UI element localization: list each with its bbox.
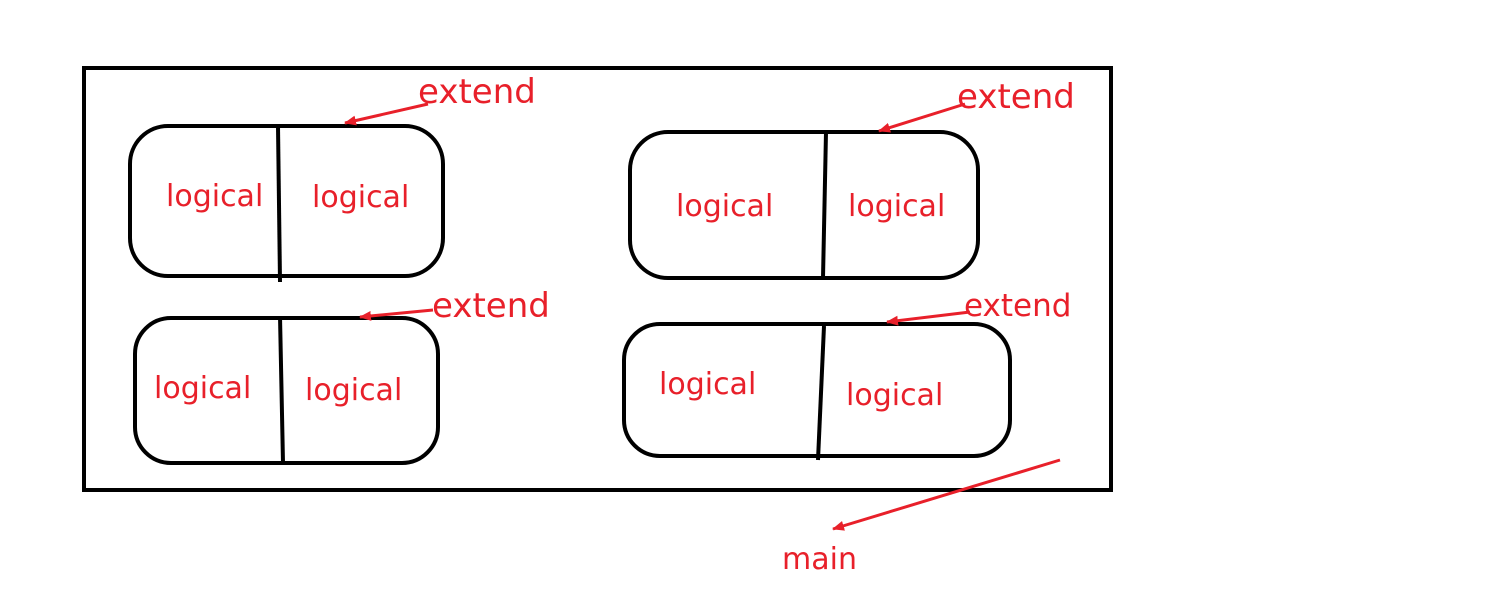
main-label: main [782,542,857,577]
divider-4 [816,325,826,461]
logical-label-4a: logical [659,367,756,402]
main-container [82,66,1113,492]
extend-box-1 [128,124,445,278]
extend-arrow-4 [886,310,971,326]
logical-label-4b: logical [846,378,943,413]
logical-label-2a: logical [676,189,773,224]
logical-label-1a: logical [166,179,263,214]
logical-label-1b: logical [312,180,409,215]
logical-label-2b: logical [848,189,945,224]
extend-arrow-1 [344,102,429,126]
extend-label-4: extend [964,288,1071,324]
extend-arrow-3 [359,308,434,321]
logical-label-3b: logical [305,373,402,408]
divider-3 [278,315,285,464]
extend-group-2: logical logical extend [628,77,1075,280]
extend-box-2 [628,130,980,280]
divider-1 [276,125,282,283]
logical-label-3a: logical [154,371,251,406]
main-arrow [832,458,1061,531]
extend-group-1: logical logical extend [128,72,536,283]
extend-group-4: logical logical extend [622,288,1071,461]
extend-arrow-2 [878,102,966,133]
extend-label-2: extend [957,77,1075,117]
extend-box-3 [133,316,440,465]
divider-2 [821,131,828,279]
extend-label-1: extend [418,72,536,112]
extend-label-3: extend [432,286,550,326]
extend-group-3: logical logical extend [133,286,550,465]
